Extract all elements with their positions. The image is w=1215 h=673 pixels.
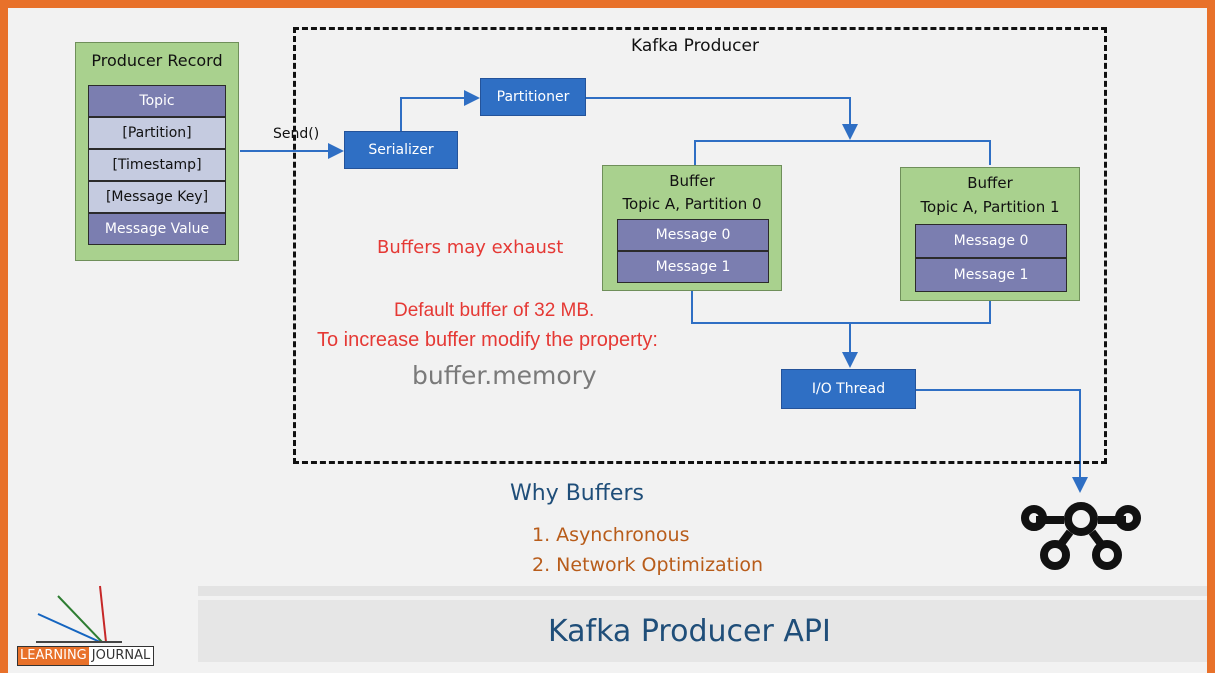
buffer-1-message-1: Message 1 (915, 258, 1067, 292)
why-buffers-item-1: 1. Asynchronous (532, 524, 690, 546)
logo-learning-text: LEARNING (18, 647, 89, 665)
buffer-partition-1: Buffer Topic A, Partition 1 Message 0 Me… (900, 167, 1080, 301)
why-buffers-item-2: 2. Network Optimization (532, 554, 764, 576)
flow-connectors (240, 90, 1088, 493)
record-field-timestamp: [Timestamp] (88, 149, 226, 181)
increase-buffer-note: To increase buffer modify the property: (317, 329, 658, 351)
producer-record-title: Producer Record (91, 51, 223, 70)
buffer-1-subtitle: Topic A, Partition 1 (920, 198, 1060, 216)
partitioner-to-buffers-arrow (586, 97, 858, 140)
why-buffers-title: Why Buffers (510, 481, 644, 506)
buffer-1-title: Buffer (967, 174, 1013, 192)
record-field-partition: [Partition] (88, 117, 226, 149)
learning-journal-logo: LEARNING JOURNAL (17, 646, 155, 666)
buffer-0-message-0: Message 0 (617, 219, 769, 251)
serializer-box: Serializer (344, 131, 458, 169)
buffers-exhaust-note: Buffers may exhaust (377, 237, 564, 258)
footer-top-band (198, 586, 1207, 596)
producer-record-box: Producer Record Topic [Partition] [Times… (75, 42, 239, 261)
buffer-partition-0: Buffer Topic A, Partition 0 Message 0 Me… (602, 165, 782, 291)
slide: Kafka Producer Producer Record Topic [Pa… (8, 8, 1207, 673)
send-label: Send() (273, 126, 320, 142)
record-field-topic: Topic (88, 85, 226, 117)
buffer-1-message-0: Message 0 (915, 224, 1067, 258)
buffer-0-subtitle: Topic A, Partition 0 (622, 195, 762, 213)
kafka-cluster-icon (1021, 502, 1141, 570)
io-thread-box: I/O Thread (781, 369, 916, 409)
buffer-0-title: Buffer (669, 172, 715, 190)
kafka-producer-boundary (293, 27, 1107, 464)
buffer-split-line (694, 140, 991, 165)
footer-title: Kafka Producer API (548, 614, 831, 649)
partitioner-box: Partitioner (480, 78, 586, 116)
learning-journal-logo-icon (36, 585, 122, 643)
buffer-0-message-1: Message 1 (617, 251, 769, 283)
default-buffer-note: Default buffer of 32 MB. (394, 300, 595, 321)
footer-band (198, 600, 1207, 662)
record-field-message-key: [Message Key] (88, 181, 226, 213)
io-to-cluster-arrow (916, 389, 1088, 493)
logo-journal-text: JOURNAL (88, 647, 154, 665)
kafka-producer-title: Kafka Producer (631, 36, 759, 56)
record-field-message-value: Message Value (88, 213, 226, 245)
buffer-merge-line (691, 291, 991, 324)
buffer-memory-property: buffer.memory (412, 361, 597, 390)
serializer-to-partitioner-arrow (400, 90, 480, 131)
